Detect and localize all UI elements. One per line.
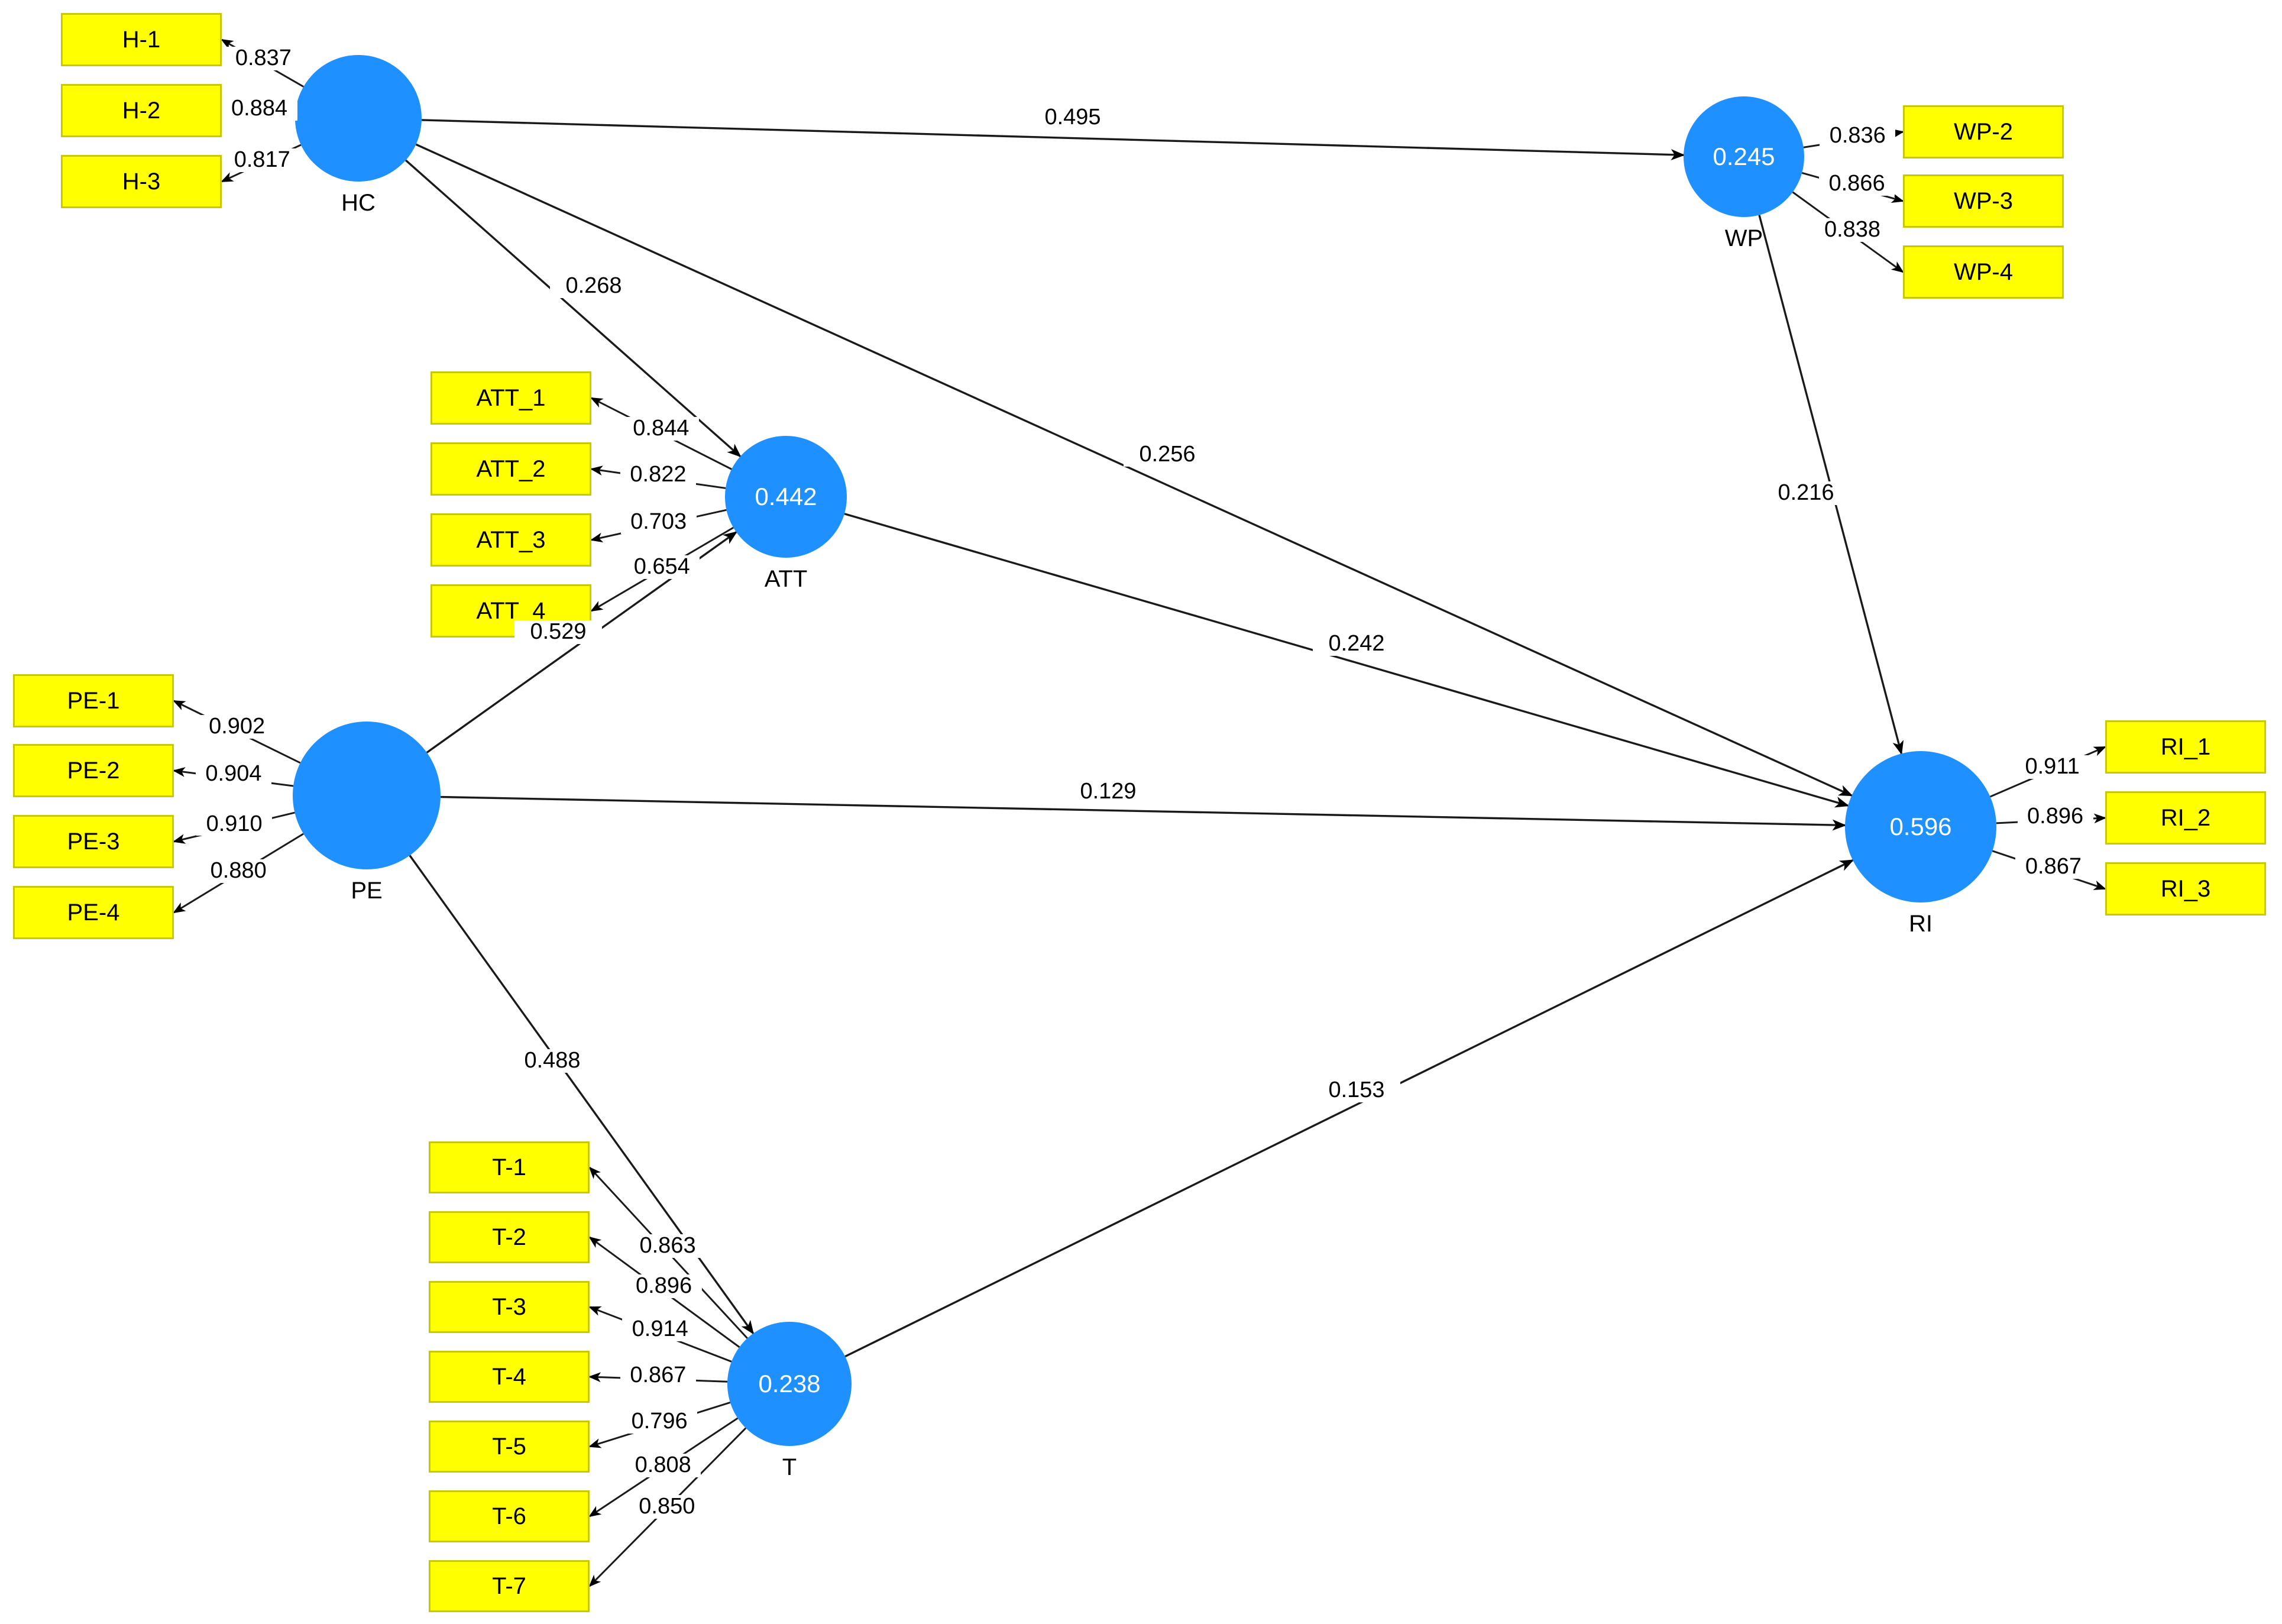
construct-label-att: ATT [764, 566, 808, 592]
path-coefficient-hc-att: 0.268 [550, 274, 637, 298]
structural-edge-att-ri [844, 513, 1850, 808]
loading-label-t-6: 0.808 [625, 1453, 701, 1478]
loading-label-h-2: 0.884 [221, 96, 297, 121]
indicator-box-att_3[interactable]: ATT_3 [430, 513, 591, 567]
loading-label-ri_2: 0.896 [2017, 804, 2093, 829]
loading-label-t-2: 0.896 [626, 1274, 702, 1299]
construct-label-t: T [782, 1454, 797, 1480]
indicator-box-att_1[interactable]: ATT_1 [430, 371, 591, 425]
loading-label-att_4: 0.654 [624, 555, 700, 580]
indicator-box-ri_1[interactable]: RI_1 [2105, 720, 2266, 774]
indicator-box-att_2[interactable]: ATT_2 [430, 442, 591, 496]
loading-label-ri_3: 0.867 [2015, 855, 2092, 879]
path-coefficient-wp-ri: 0.216 [1762, 481, 1850, 505]
indicator-box-t-7[interactable]: T-7 [429, 1560, 590, 1612]
structural-edges [404, 119, 1904, 1358]
construct-label-pe: PE [351, 878, 383, 904]
indicator-box-h-2[interactable]: H-2 [61, 84, 222, 137]
path-coefficient-pe-t: 0.488 [509, 1049, 596, 1073]
indicator-box-h-3[interactable]: H-3 [61, 155, 222, 208]
path-coefficient-hc-wp: 0.495 [1029, 105, 1116, 130]
path-coefficient-att-ri: 0.242 [1313, 632, 1400, 656]
indicator-box-t-2[interactable]: T-2 [429, 1211, 590, 1263]
loading-label-pe-3: 0.910 [196, 812, 273, 836]
loading-label-wp-2: 0.836 [1820, 124, 1896, 148]
indicator-box-att_4[interactable]: ATT_4 [430, 584, 591, 638]
indicator-box-wp-2[interactable]: WP-2 [1903, 105, 2064, 158]
loading-label-wp-4: 0.838 [1814, 218, 1891, 242]
structural-edge-hc-att [404, 159, 742, 458]
indicator-box-wp-3[interactable]: WP-3 [1903, 174, 2064, 228]
indicator-box-t-3[interactable]: T-3 [429, 1281, 590, 1333]
indicator-box-pe-4[interactable]: PE-4 [13, 886, 174, 939]
path-coefficient-t-ri: 0.153 [1313, 1078, 1400, 1102]
loading-label-h-1: 0.837 [225, 46, 302, 71]
loading-label-att_3: 0.703 [620, 510, 697, 534]
loading-label-t-5: 0.796 [622, 1409, 698, 1434]
loading-label-att_1: 0.844 [623, 416, 699, 441]
construct-wp[interactable]: 0.245 [1684, 96, 1804, 217]
construct-att[interactable]: 0.442 [725, 436, 847, 558]
loading-label-ri_1: 0.911 [2014, 755, 2090, 779]
loading-label-t-7: 0.850 [629, 1494, 705, 1519]
indicator-box-t-1[interactable]: T-1 [429, 1141, 590, 1193]
loading-label-wp-3: 0.866 [1819, 172, 1895, 196]
loading-label-t-3: 0.914 [622, 1317, 698, 1342]
indicator-box-wp-4[interactable]: WP-4 [1903, 245, 2064, 299]
indicator-box-ri_3[interactable]: RI_3 [2105, 862, 2266, 915]
path-coefficient-hc-ri: 0.256 [1124, 442, 1211, 467]
construct-t[interactable]: 0.238 [727, 1322, 852, 1446]
construct-hc[interactable] [295, 55, 422, 182]
structural-edge-hc-ri [415, 143, 1853, 797]
construct-label-hc: HC [341, 190, 376, 216]
indicator-box-t-5[interactable]: T-5 [429, 1421, 590, 1473]
construct-label-ri: RI [1909, 911, 1933, 937]
loading-label-h-3: 0.817 [224, 148, 300, 173]
indicator-box-t-6[interactable]: T-6 [429, 1490, 590, 1542]
loading-label-att_2: 0.822 [620, 462, 696, 487]
indicator-box-pe-1[interactable]: PE-1 [13, 674, 174, 727]
loading-label-pe-2: 0.904 [195, 762, 271, 787]
structural-edge-hc-wp [421, 119, 1685, 161]
construct-label-wp: WP [1724, 225, 1763, 251]
indicator-box-t-4[interactable]: T-4 [429, 1351, 590, 1403]
loading-label-t-4: 0.867 [620, 1363, 696, 1387]
structural-edge-t-ri [844, 859, 1854, 1358]
construct-ri[interactable]: 0.596 [1845, 751, 1996, 902]
indicator-box-ri_2[interactable]: RI_2 [2105, 791, 2266, 845]
loading-label-pe-4: 0.880 [200, 859, 277, 883]
loading-label-pe-1: 0.902 [199, 714, 275, 739]
indicator-box-pe-2[interactable]: PE-2 [13, 744, 174, 797]
loading-label-t-1: 0.863 [630, 1234, 706, 1258]
structural-edge-pe-ri [440, 795, 1847, 831]
path-coefficient-pe-att: 0.529 [514, 620, 602, 644]
construct-pe[interactable] [293, 722, 441, 869]
indicator-box-h-1[interactable]: H-1 [61, 13, 222, 66]
indicator-box-pe-3[interactable]: PE-3 [13, 815, 174, 868]
path-coefficient-pe-ri: 0.129 [1064, 779, 1152, 804]
